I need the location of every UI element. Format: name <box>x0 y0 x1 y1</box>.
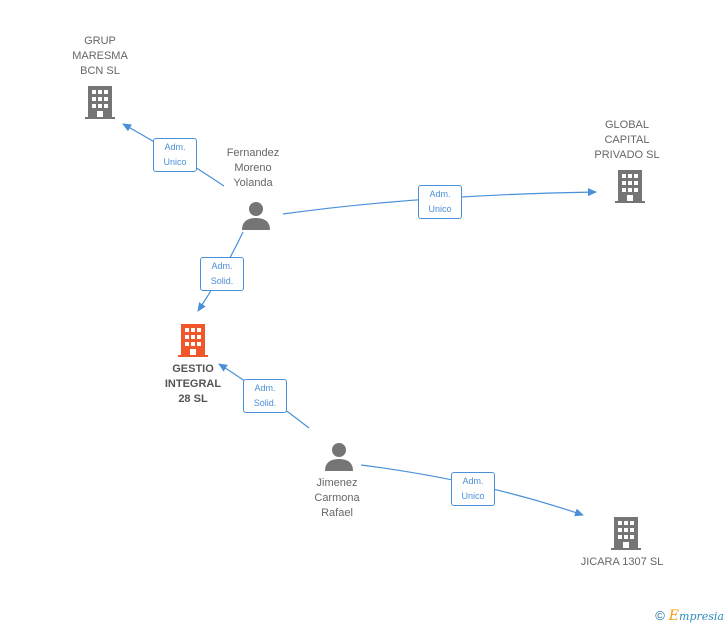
edge-label-fernandez-global[interactable]: Adm. Unico <box>418 185 462 219</box>
brand-logo-e: E <box>668 608 680 624</box>
copyright-symbol: © <box>655 608 665 623</box>
edge-label-jimenez-jicara[interactable]: Adm. Unico <box>451 472 495 506</box>
building-icon[interactable] <box>84 84 116 120</box>
building-icon[interactable] <box>614 168 646 204</box>
node-label-grup-maresma: GRUP MARESMA BCN SL <box>72 35 128 77</box>
node-label-gestio-integral: GESTIO INTEGRAL 28 SL <box>164 363 222 405</box>
brand-logo-text: mpresia <box>679 610 724 623</box>
edge-label-fernandez-grup[interactable]: Adm. Unico <box>153 138 197 172</box>
node-label-fernandez: Fernandez Moreno Yolanda <box>226 147 280 189</box>
node-label-jimenez: Jimenez Carmona Rafael <box>314 477 360 519</box>
edge-label-fernandez-gestio[interactable]: Adm. Solid. <box>200 257 244 291</box>
node-label-jicara: JICARA 1307 SL <box>580 556 664 568</box>
person-icon[interactable] <box>240 200 272 232</box>
edge-label-jimenez-gestio[interactable]: Adm. Solid. <box>243 379 287 413</box>
building-icon[interactable] <box>610 515 642 551</box>
person-icon[interactable] <box>323 441 355 473</box>
brand-footer: ©Empresia <box>655 608 724 624</box>
node-label-global-capital: GLOBAL CAPITAL PRIVADO SL <box>594 119 660 161</box>
building-main-icon[interactable] <box>177 322 209 358</box>
